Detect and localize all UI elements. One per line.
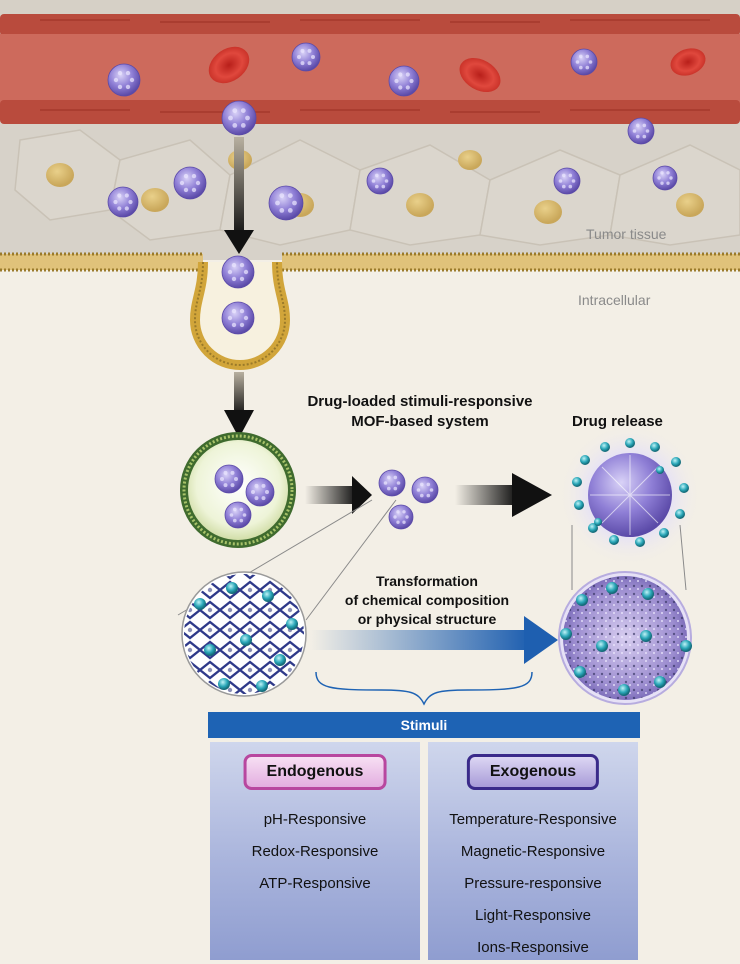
- drug-release-label: Drug release: [572, 413, 663, 430]
- exogenous-title: Exogenous: [466, 754, 600, 790]
- arrow-release-2: [455, 473, 552, 517]
- stimuli-header: Stimuli: [208, 712, 640, 738]
- stimuli-header-label: Stimuli: [400, 717, 448, 733]
- transformation-line3: or physical structure: [357, 611, 497, 627]
- arrow-to-endosome: [224, 372, 254, 438]
- stimulus-item: pH-Responsive: [263, 811, 367, 828]
- nanoparticle-icon: [224, 501, 252, 529]
- stimulus-item: Magnetic-Responsive: [460, 843, 606, 860]
- stimulus-item: Temperature-Responsive: [449, 811, 617, 828]
- stimuli-brace: [315, 671, 533, 706]
- red-blood-cell-icon: [208, 46, 706, 93]
- transformation-arrow: [310, 616, 558, 664]
- transformation-label: Transformation of chemical composition o…: [332, 572, 522, 629]
- nanoparticle-icon: [366, 167, 394, 195]
- degraded-mof-icon: [558, 571, 692, 705]
- nanoparticle-icon: [268, 185, 304, 221]
- nanoparticle-icon: [378, 469, 406, 497]
- intracellular-label: Intracellular: [578, 292, 651, 308]
- nanoparticle-icon: [627, 117, 655, 145]
- system-title-line2: MOF-based system: [351, 413, 489, 430]
- endogenous-list: pH-Responsive Redox-Responsive ATP-Respo…: [210, 804, 420, 900]
- released-drug-molecules: [572, 438, 689, 547]
- arrow-to-cell: [224, 137, 254, 254]
- arrow-release-1: [305, 476, 372, 514]
- nanoparticle-icon: [221, 255, 255, 289]
- system-title: Drug-loaded stimuli-responsive MOF-based…: [270, 392, 570, 432]
- endogenous-title: Endogenous: [243, 754, 387, 790]
- nanoparticle-icon: [388, 504, 414, 530]
- nanoparticle-icon: [652, 165, 678, 191]
- nanoparticle-icon: [553, 167, 581, 195]
- exogenous-panel: Exogenous Temperature-Responsive Magneti…: [428, 742, 638, 960]
- stimulus-item: Redox-Responsive: [251, 843, 379, 860]
- stimulus-item: Pressure-responsive: [464, 875, 602, 892]
- drug-release-bloom: [558, 423, 702, 567]
- system-title-line1: Drug-loaded stimuli-responsive: [307, 393, 533, 410]
- nanoparticle-icon: [411, 476, 439, 504]
- nanoparticle-icon: [214, 464, 244, 494]
- mof-framework-icon: [181, 571, 307, 697]
- nanoparticle-icon: [107, 186, 139, 218]
- nanoparticle-icon: [291, 42, 321, 72]
- nanoparticle-icon: [221, 100, 257, 136]
- transformation-line2: of chemical composition: [344, 592, 510, 608]
- nanoparticle-icon: [570, 48, 598, 76]
- transformation-line1: Transformation: [376, 573, 478, 589]
- nanoparticles: [107, 42, 678, 530]
- cell-membrane: [0, 252, 740, 272]
- stimulus-item: Ions-Responsive: [477, 939, 589, 956]
- nanoparticle-icon: [221, 301, 255, 335]
- blood-vessel: [0, 0, 740, 124]
- stimulus-item: ATP-Responsive: [259, 875, 371, 892]
- nanoparticle-icon: [107, 63, 141, 97]
- nanoparticle-icon: [388, 65, 420, 97]
- stimulus-item: Light-Responsive: [475, 907, 591, 924]
- endogenous-panel: Endogenous pH-Responsive Redox-Responsiv…: [210, 742, 420, 960]
- nanoparticle-icon: [173, 166, 207, 200]
- exogenous-list: Temperature-Responsive Magnetic-Responsi…: [428, 804, 638, 964]
- nanoparticle-icon: [245, 477, 275, 507]
- tumor-tissue-label: Tumor tissue: [586, 226, 667, 242]
